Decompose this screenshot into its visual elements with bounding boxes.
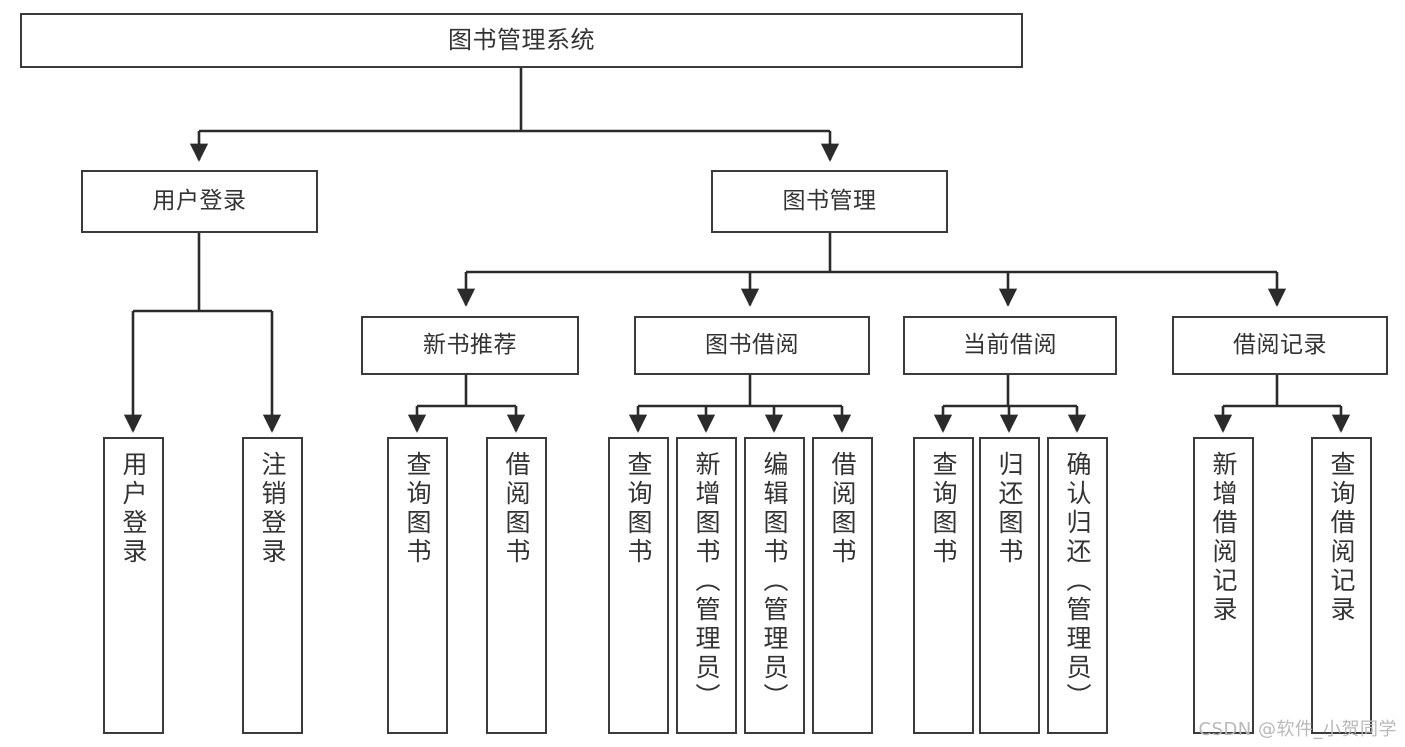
leaf-borrow-book-1[interactable]: 借阅图书: [486, 437, 547, 734]
leaf-return-book[interactable]: 归还图书: [979, 437, 1040, 734]
node-new-book-rec[interactable]: 新书推荐: [361, 316, 579, 375]
node-label: 新增借阅记录: [1209, 451, 1238, 625]
node-label: 图书管理: [782, 188, 877, 215]
node-label: 借阅记录: [1233, 332, 1327, 359]
node-label: 用户登录: [119, 451, 148, 567]
node-root-system[interactable]: 图书管理系统: [20, 13, 1023, 68]
node-label: 借阅图书: [828, 451, 857, 567]
node-label: 确认归还（管理员）: [1063, 451, 1092, 712]
node-label: 当前借阅: [963, 332, 1057, 359]
leaf-query-record[interactable]: 查询借阅记录: [1311, 437, 1372, 734]
leaf-confirm-return[interactable]: 确认归还（管理员）: [1047, 437, 1108, 734]
node-label: 图书借阅: [705, 332, 799, 359]
node-user-login[interactable]: 用户登录: [81, 170, 318, 233]
node-borrow-record[interactable]: 借阅记录: [1172, 316, 1388, 375]
node-label: 归还图书: [995, 451, 1024, 567]
node-label: 查询图书: [624, 451, 653, 567]
leaf-user-login[interactable]: 用户登录: [103, 437, 164, 734]
node-label: 查询图书: [929, 451, 958, 567]
leaf-add-book[interactable]: 新增图书（管理员）: [676, 437, 737, 734]
leaf-add-record[interactable]: 新增借阅记录: [1193, 437, 1254, 734]
node-book-borrow[interactable]: 图书借阅: [634, 316, 870, 375]
node-book-manage[interactable]: 图书管理: [711, 170, 948, 233]
leaf-query-book-2[interactable]: 查询图书: [608, 437, 669, 734]
node-label: 新增图书（管理员）: [692, 451, 721, 712]
node-label: 图书管理系统: [448, 25, 595, 54]
watermark-text: CSDN @软件_小贺同学: [1198, 719, 1397, 740]
leaf-query-book-3[interactable]: 查询图书: [913, 437, 974, 734]
leaf-edit-book[interactable]: 编辑图书（管理员）: [744, 437, 805, 734]
node-label: 借阅图书: [502, 451, 531, 567]
node-current-borrow[interactable]: 当前借阅: [903, 316, 1117, 375]
node-label: 编辑图书（管理员）: [760, 451, 789, 712]
node-label: 用户登录: [152, 188, 247, 215]
node-label: 新书推荐: [423, 332, 517, 359]
node-label: 查询借阅记录: [1327, 451, 1356, 625]
node-label: 查询图书: [403, 451, 432, 567]
leaf-logout[interactable]: 注销登录: [242, 437, 303, 734]
node-label: 注销登录: [258, 451, 287, 567]
leaf-query-book-1[interactable]: 查询图书: [387, 437, 448, 734]
leaf-borrow-book-2[interactable]: 借阅图书: [812, 437, 873, 734]
